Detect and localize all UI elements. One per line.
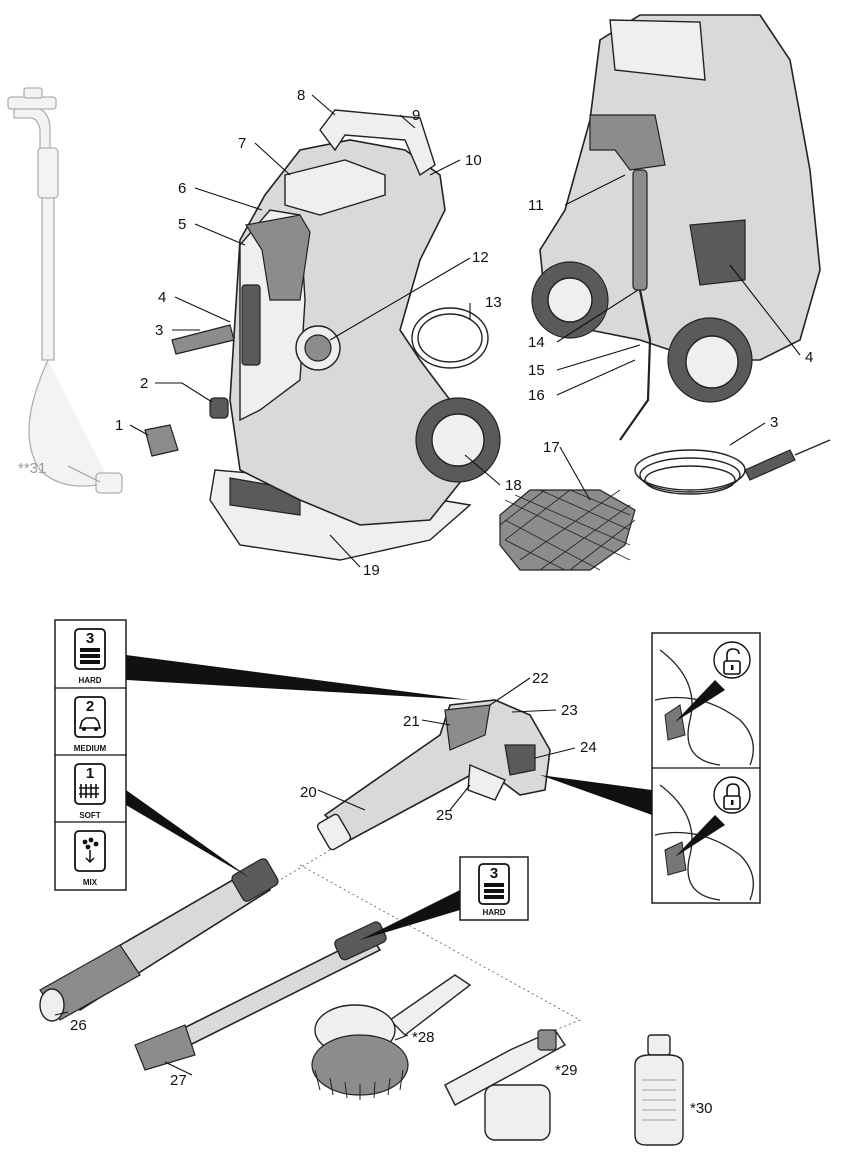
callout-26: 26 — [70, 1017, 87, 1034]
callout-17: 17 — [543, 439, 560, 456]
callout-21: 21 — [403, 713, 420, 730]
mode-mix: MIX — [74, 830, 106, 887]
callout-16: 16 — [528, 387, 545, 404]
wash-brush-accessory — [311, 974, 472, 1100]
callout-3b: 3 — [770, 414, 778, 431]
foam-spray-icon — [82, 837, 99, 864]
dirt-blaster-lance — [134, 921, 387, 1071]
callout-4: 4 — [158, 289, 166, 306]
callout-2: 2 — [140, 375, 148, 392]
svg-text:2: 2 — [86, 698, 94, 715]
svg-text:HARD: HARD — [482, 908, 505, 917]
pointer-wedge-hard — [126, 655, 470, 700]
callout-18: 18 — [505, 477, 522, 494]
callout-4b: 4 — [805, 349, 813, 366]
callout-8: 8 — [297, 87, 305, 104]
callout-28: *28 — [412, 1029, 435, 1046]
water-tap-hose-ghost — [7, 87, 123, 494]
callout-25: 25 — [436, 807, 453, 824]
svg-text:HARD: HARD — [78, 676, 101, 685]
mode-soft: 1 SOFT — [74, 763, 106, 820]
callout-22: 22 — [532, 670, 549, 687]
brick-wall-icon — [80, 648, 100, 664]
callout-6: 6 — [178, 180, 186, 197]
callout-20: 20 — [300, 784, 317, 801]
svg-text:3: 3 — [490, 865, 498, 882]
callout-labels: **31 1 2 3 4 5 6 7 8 9 10 11 12 13 14 15… — [18, 87, 813, 1117]
callout-12: 12 — [472, 249, 489, 266]
callout-5: 5 — [178, 216, 186, 233]
car-icon — [78, 717, 102, 731]
pointer-wedge-lock — [540, 775, 652, 815]
foam-nozzle-accessory — [444, 1029, 567, 1141]
locked-icon — [713, 776, 751, 814]
mode-medium: 2 MEDIUM — [74, 696, 107, 753]
guide-line-gun-lances — [279, 849, 582, 1031]
pressure-washer-front-view — [144, 109, 501, 561]
vario-power-lance — [39, 858, 279, 1022]
svg-text:MIX: MIX — [83, 878, 98, 887]
detergent-bottle — [634, 1034, 684, 1146]
callout-7: 7 — [238, 135, 246, 152]
callout-29: *29 — [555, 1062, 578, 1079]
fence-icon — [79, 784, 99, 798]
callout-3: 3 — [155, 322, 163, 339]
callout-13: 13 — [485, 294, 502, 311]
pointer-wedge-soft — [126, 790, 250, 878]
callout-30: *30 — [690, 1100, 713, 1117]
callout-19: 19 — [363, 562, 380, 579]
water-filter-net — [499, 489, 636, 571]
svg-text:1: 1 — [86, 765, 94, 782]
trigger-gun — [316, 699, 551, 851]
callout-15: 15 — [528, 362, 545, 379]
spray-mode-panel: 3 HARD 2 MEDIUM 1 S — [54, 619, 127, 891]
callout-23: 23 — [561, 702, 578, 719]
callout-9: 9 — [412, 107, 420, 124]
svg-text:SOFT: SOFT — [79, 811, 100, 820]
svg-text:MEDIUM: MEDIUM — [74, 744, 107, 753]
callout-31: **31 — [18, 460, 46, 477]
svg-text:3: 3 — [86, 630, 94, 647]
trigger-lock-panel — [651, 632, 761, 904]
callout-27: 27 — [170, 1072, 187, 1089]
callout-14: 14 — [528, 334, 545, 351]
pointer-wedge-lance-badge — [360, 890, 460, 940]
callout-1: 1 — [115, 417, 123, 434]
mode-hard: 3 HARD — [74, 628, 106, 685]
callout-24: 24 — [580, 739, 597, 756]
unlocked-icon — [713, 641, 751, 679]
leader-lines — [54, 94, 801, 1076]
lance-badge-hard: 3 HARD — [459, 856, 529, 921]
callout-10: 10 — [465, 152, 482, 169]
brick-wall-icon — [484, 883, 504, 899]
callout-11: 11 — [528, 197, 544, 214]
pressure-washer-back-view — [531, 14, 831, 495]
